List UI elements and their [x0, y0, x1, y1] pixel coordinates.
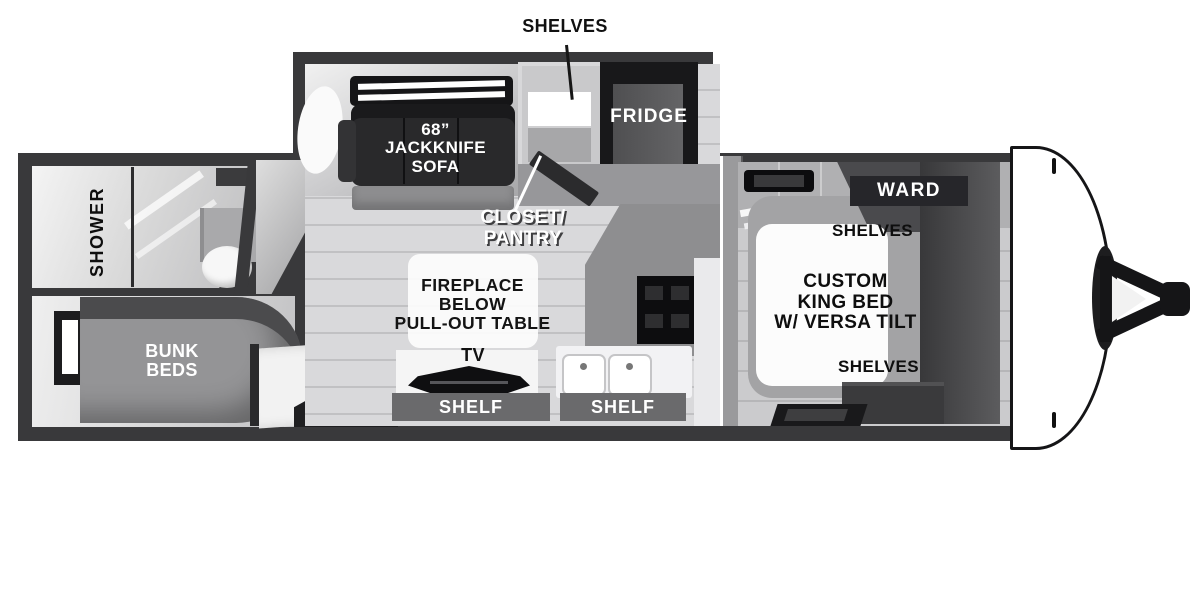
- sofa-side-arm: [338, 120, 356, 182]
- galley-counter-strip: [694, 258, 720, 426]
- closet-pantry-cabinet: [518, 62, 611, 172]
- bedroom-shelves-top-label: SHELVES: [832, 221, 913, 240]
- bedroom-floor-vent: [770, 404, 868, 426]
- hitch-crossbar: [1100, 256, 1111, 342]
- shelves-top-label: SHELVES: [522, 16, 608, 36]
- jackknife-sofa-label: 68” JACKKNIFE SOFA: [385, 120, 486, 176]
- king-bed: [756, 224, 888, 386]
- pull-out-table: [408, 254, 538, 348]
- bunk-beds-label: BUNK BEDS: [145, 341, 199, 381]
- tv-label: TV: [461, 345, 485, 365]
- bunk-partition-edge: [250, 344, 259, 426]
- bedroom-shelves-bottom-label: SHELVES: [838, 357, 919, 376]
- sofa-window-blinds: [350, 76, 513, 106]
- sink-basin: [562, 354, 606, 396]
- sofa-step: [352, 186, 514, 210]
- fireplace-table-label: FIREPLACE BELOW PULL-OUT TABLE: [394, 275, 551, 333]
- shelf-badge-right: SHELF: [560, 393, 686, 421]
- shelf-badge-left: SHELF: [392, 393, 550, 421]
- closet-pantry-label: CLOSET/ PANTRY: [480, 207, 566, 249]
- fridge-label: FRIDGE: [610, 106, 688, 127]
- cap-marker: [1052, 158, 1056, 174]
- shower-pole: [131, 167, 134, 287]
- jackknife-sofa: [351, 104, 515, 186]
- cooktop: [637, 276, 697, 344]
- cap-marker: [1052, 412, 1056, 428]
- hitch-coupler: [1160, 282, 1190, 316]
- ceiling-vent: [744, 170, 814, 192]
- shower-label: SHOWER: [87, 187, 107, 277]
- sink-basin: [608, 354, 652, 396]
- ward-label: WARD: [850, 176, 968, 206]
- closet-shelf: [528, 92, 591, 126]
- king-bed-label: CUSTOM KING BED W/ VERSA TILT: [774, 271, 917, 334]
